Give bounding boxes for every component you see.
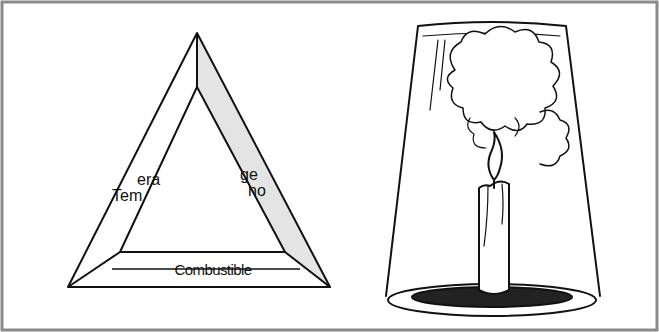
flame: [488, 132, 502, 180]
smoke-cloud: [540, 110, 569, 166]
bevel-line: [196, 33, 198, 87]
outer-triangle: [68, 33, 330, 287]
side-label: era: [137, 172, 160, 188]
side-label: no: [248, 183, 266, 199]
candle: [479, 181, 509, 294]
side-label: Tem: [112, 188, 142, 204]
candle-drip: [484, 184, 503, 246]
smoke-cloud: [447, 26, 559, 130]
jar-glass: [386, 22, 600, 296]
candle-jar: [386, 22, 600, 316]
inner-triangle: [120, 87, 285, 252]
wick: [493, 180, 495, 188]
jar-reflection: [430, 40, 445, 110]
side-label: ge: [240, 167, 258, 183]
side-label: Combustible: [175, 262, 252, 277]
